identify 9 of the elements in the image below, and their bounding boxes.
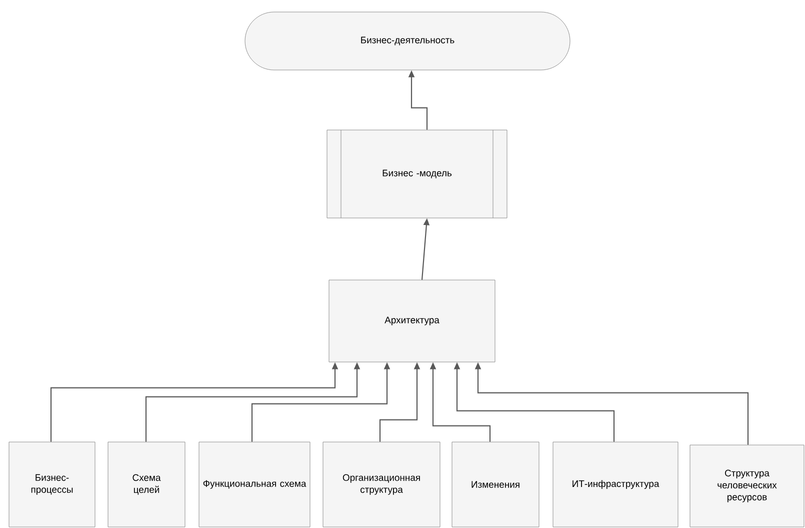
process-box: Архитектура xyxy=(328,280,496,362)
process-box: Изменения xyxy=(452,442,540,528)
process-box: Организационная структура xyxy=(322,442,440,528)
process-box: ИТ-инфраструктура xyxy=(552,442,678,528)
process-box: Функциональная схема xyxy=(198,442,310,528)
process-box: Структура человеческих ресурсов xyxy=(690,444,804,528)
subprocess-box: Бизнес -модель xyxy=(326,130,508,218)
process-box: Схема целей xyxy=(108,442,186,528)
process-box: Бизнес-процессы xyxy=(8,442,96,528)
